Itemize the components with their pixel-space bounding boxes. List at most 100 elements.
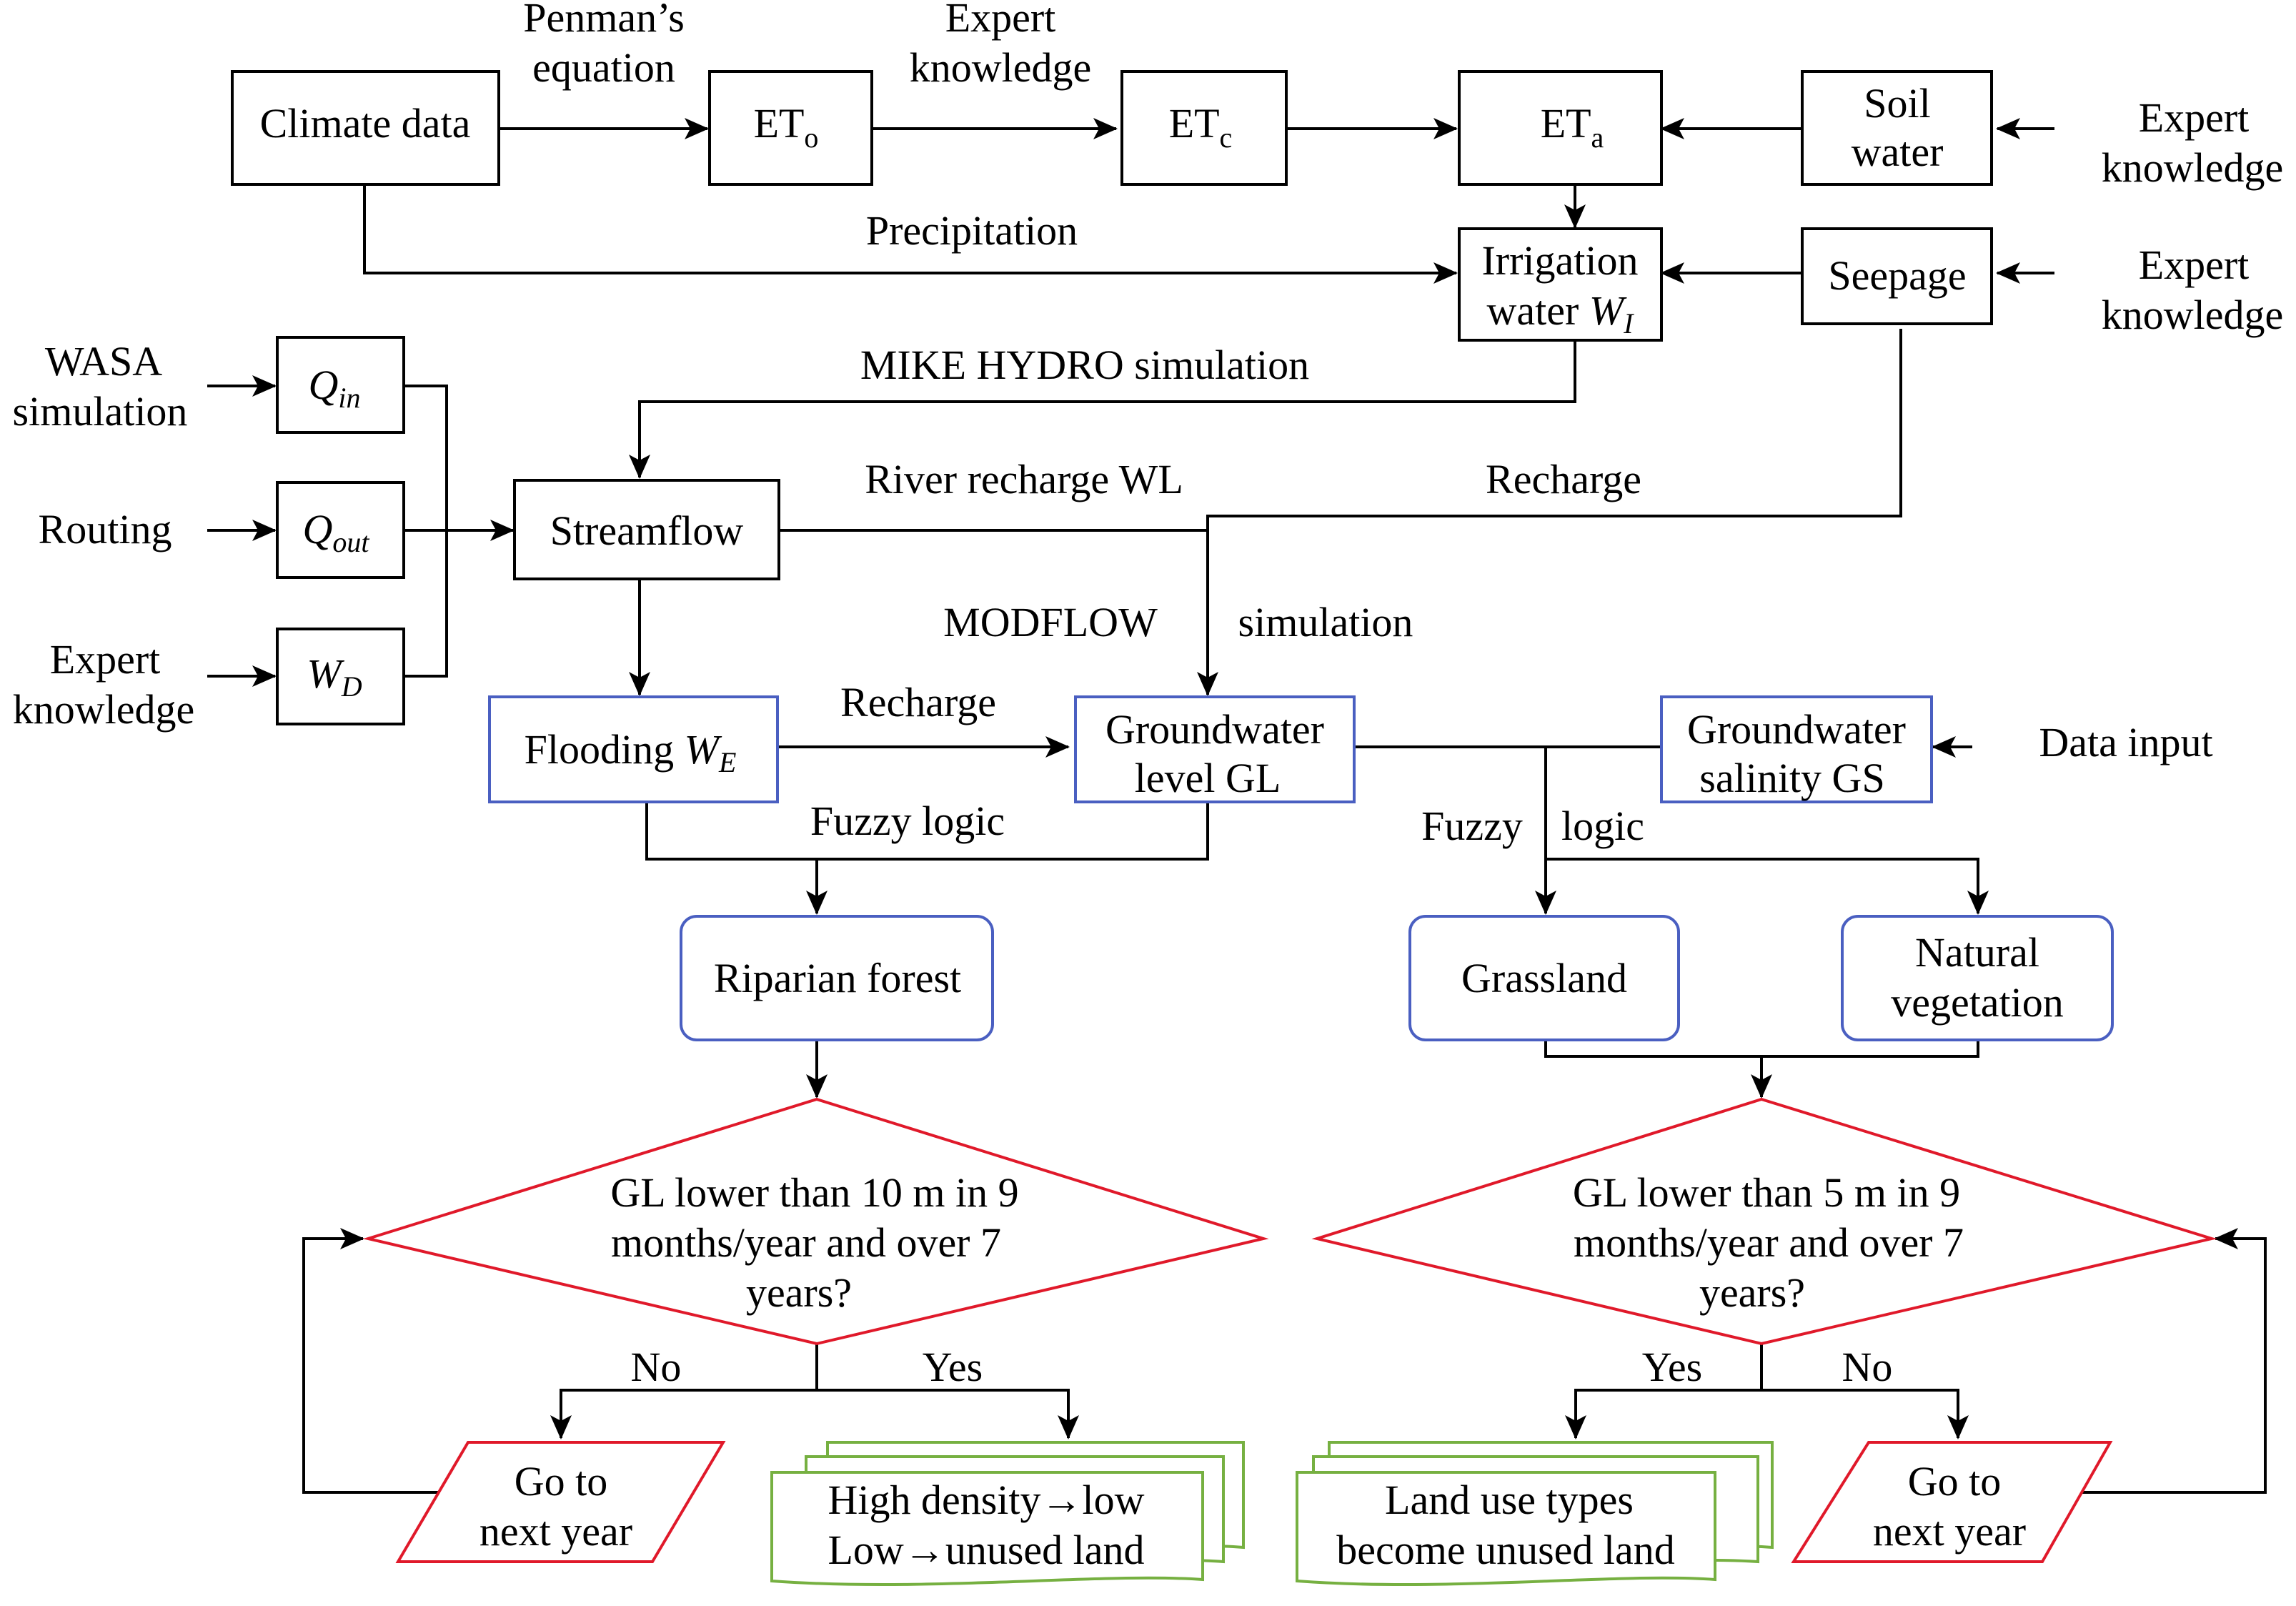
arrow-to-natural-veg [1546, 858, 1989, 915]
arrow-recharge-to-groundwater [1197, 329, 1902, 696]
routing-label: Routing [39, 506, 172, 552]
groundwater-level-label-2: level GL [1135, 755, 1281, 801]
right-goto-line-2: next year [1873, 1508, 2026, 1555]
irrigation-water-box: Irrigation water WI [1458, 227, 1663, 342]
q-out-label: Qout [302, 506, 369, 558]
left-goto-line-1: Go to [515, 1458, 608, 1505]
w-d-label: WD [307, 650, 362, 703]
recharge-mid-label: Recharge [840, 679, 996, 725]
streamflow-label: Streamflow [550, 507, 744, 554]
fuzzy-left-label: Fuzzy logic [810, 798, 1005, 844]
et-o-label: ETo [754, 100, 819, 154]
left-result-line-1: High density→low [828, 1477, 1144, 1523]
et-c-box: ETc [1120, 70, 1288, 186]
arrow-left-loop [302, 1228, 464, 1494]
bracket-fuzzy-left [645, 802, 1209, 861]
modflow-label: MODFLOW [943, 599, 1158, 645]
et-c-label: ETc [1169, 100, 1233, 154]
grassland-label: Grassland [1461, 955, 1627, 1001]
expert-wd-label-2: knowledge [13, 686, 195, 733]
flooding-label: Flooding WE [525, 726, 737, 778]
left-result-line-2: Low→unused land [828, 1527, 1145, 1573]
decision-right: GL lower than 5 m in 9 months/year and o… [1311, 1097, 2217, 1346]
q-in-box: Qin [276, 336, 405, 434]
expert-top-label-1: Expert [945, 0, 1056, 41]
expert-soil-label-1: Expert [2139, 94, 2250, 141]
et-a-label: ETa [1541, 100, 1604, 154]
groundwater-salinity-box: Groundwater salinity GS [1660, 695, 1933, 803]
q-in-label: Qin [308, 362, 360, 414]
riparian-forest-label: Riparian forest [714, 955, 961, 1001]
yes-left-label: Yes [923, 1344, 983, 1390]
decision-left-line-3: years? [746, 1269, 852, 1316]
penman-label-1: Penman’s [523, 0, 685, 41]
decision-right-line-2: months/year and over 7 [1574, 1219, 1964, 1266]
soil-water-label-2: water [1852, 129, 1944, 175]
flooding-box: Flooding WE [488, 695, 779, 803]
right-result-line-2: become unused land [1336, 1527, 1675, 1573]
seepage-label: Seepage [1828, 252, 1966, 299]
soil-water-label-1: Soil [1864, 80, 1931, 127]
seepage-box: Seepage [1801, 227, 1993, 325]
grassland-box: Grassland [1408, 915, 1680, 1041]
mike-hydro-label: MIKE HYDRO simulation [860, 342, 1309, 388]
river-recharge-label: River recharge WL [865, 456, 1183, 502]
left-result-document: High density→low Low→unused land [770, 1441, 1245, 1587]
streamflow-box: Streamflow [513, 479, 780, 580]
penman-label-2: equation [532, 44, 675, 91]
groundwater-level-box: Groundwater level GL [1074, 695, 1356, 803]
bracket-right-outputs [1574, 1389, 1959, 1437]
decision-left-line-2: months/year and over 7 [611, 1219, 1001, 1266]
recharge-top-label: Recharge [1486, 456, 1641, 502]
expert-seepage-label-1: Expert [2139, 242, 2250, 288]
groundwater-salinity-label-2: salinity GS [1699, 755, 1884, 801]
right-result-document: Land use types become unused land [1296, 1441, 1774, 1587]
irrigation-label-2: water WI [1487, 287, 1635, 339]
arrow-precipitation [363, 184, 1458, 284]
decision-left-line-1: GL lower than 10 m in 9 [610, 1169, 1018, 1216]
data-input-label: Data input [2039, 719, 2212, 765]
decision-right-line-1: GL lower than 5 m in 9 [1573, 1169, 1960, 1216]
wasa-label-1: WASA [45, 338, 162, 385]
arrow-right-loop [2072, 1228, 2267, 1494]
expert-wd-label-1: Expert [50, 636, 161, 683]
climate-data-label: Climate data [260, 100, 471, 147]
fuzzy-right-label-1: Fuzzy [1421, 803, 1523, 849]
right-goto-line-1: Go to [1908, 1458, 2002, 1505]
left-goto-parallelogram: Go to next year [395, 1441, 726, 1563]
q-out-box: Qout [276, 481, 405, 579]
left-goto-line-2: next year [479, 1508, 632, 1555]
natural-veg-label-2: vegetation [1891, 979, 2064, 1026]
yes-right-label: Yes [1642, 1344, 1702, 1390]
simulation-label: simulation [1238, 599, 1413, 645]
groundwater-level-label-1: Groundwater [1105, 706, 1324, 753]
natural-vegetation-box: Natural vegetation [1841, 915, 2114, 1041]
climate-data-box: Climate data [231, 70, 500, 186]
right-result-line-1: Land use types [1385, 1477, 1634, 1523]
decision-right-line-3: years? [1699, 1269, 1805, 1316]
bracket-grass-natural [1544, 1040, 1979, 1058]
groundwater-salinity-label-1: Groundwater [1687, 706, 1906, 753]
wasa-label-2: simulation [13, 388, 188, 435]
right-goto-parallelogram: Go to next year [1791, 1441, 2113, 1563]
bracket-left-outputs [560, 1389, 1070, 1437]
no-right-label: No [1842, 1344, 1893, 1390]
natural-veg-label-1: Natural [1915, 929, 2039, 976]
arrow-irrigation-to-streamflow [629, 340, 1576, 479]
et-o-box: ETo [708, 70, 873, 186]
decision-left: GL lower than 10 m in 9 months/year and … [362, 1097, 1269, 1346]
expert-soil-label-2: knowledge [2102, 144, 2284, 191]
fuzzy-right-label-2: logic [1561, 803, 1644, 849]
irrigation-label-1: Irrigation [1481, 237, 1638, 284]
expert-seepage-label-2: knowledge [2102, 292, 2284, 338]
riparian-forest-box: Riparian forest [680, 915, 994, 1041]
et-a-box: ETa [1458, 70, 1663, 186]
soil-water-box: Soil water [1801, 70, 1993, 186]
no-left-label: No [631, 1344, 682, 1390]
expert-top-label-2: knowledge [910, 44, 1092, 91]
w-d-box: WD [276, 628, 405, 725]
connectors [207, 118, 2267, 1494]
floating-labels: Penman’s equation Expert knowledge Exper… [13, 0, 2284, 1390]
precipitation-label: Precipitation [866, 207, 1078, 254]
